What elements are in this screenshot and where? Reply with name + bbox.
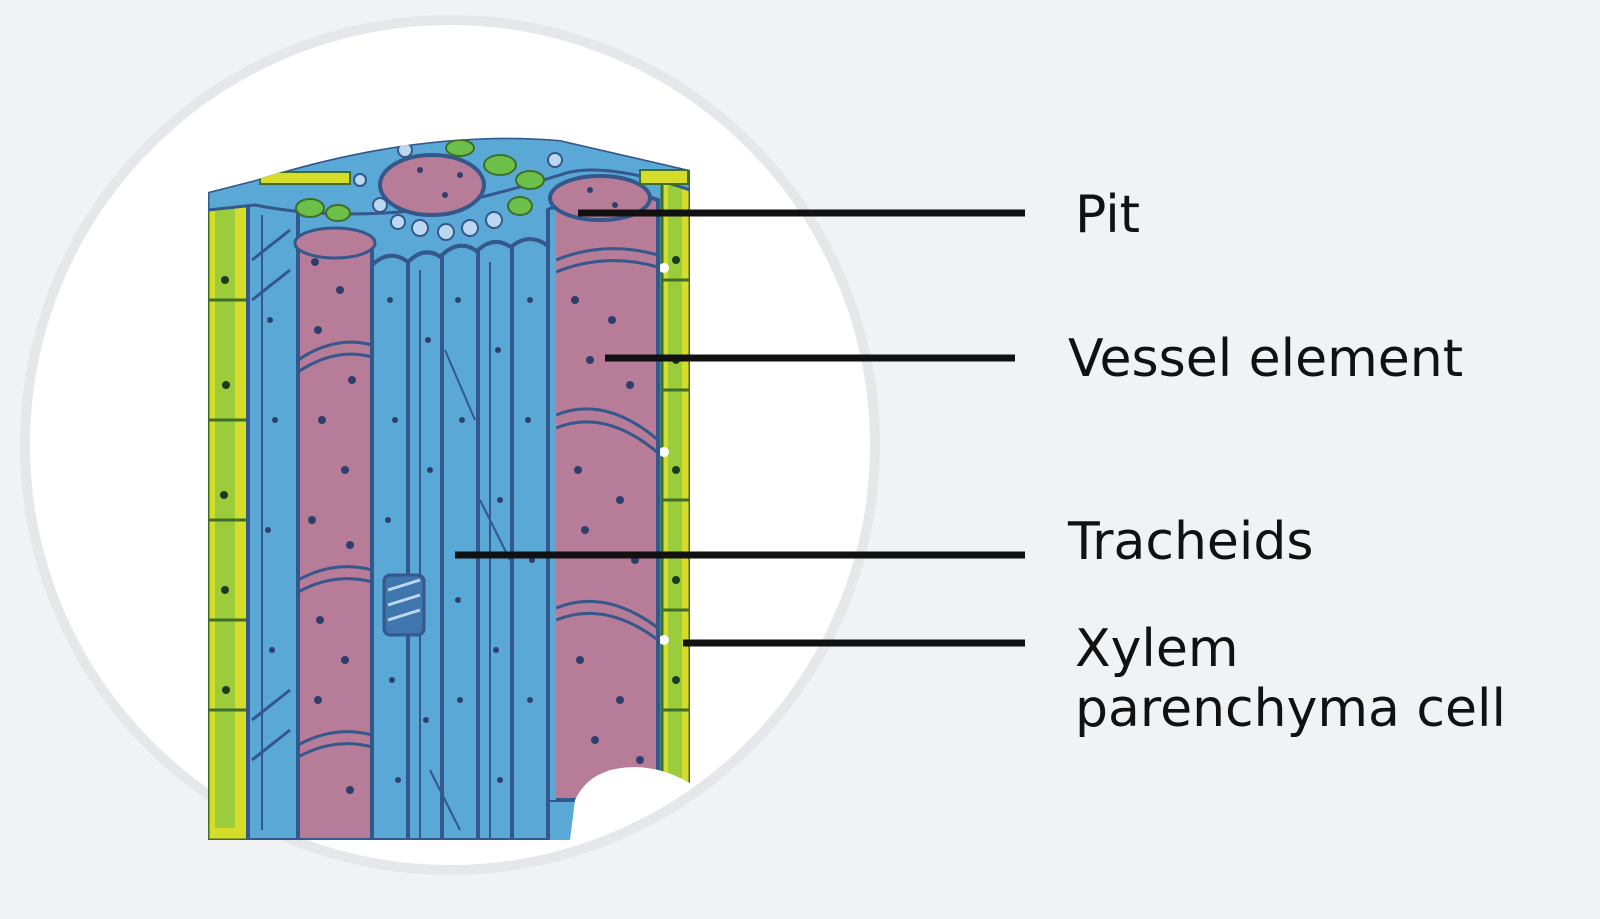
central-tracheids: [370, 237, 550, 840]
left-vessel-element: [296, 239, 374, 840]
left-tracheid: [246, 198, 300, 840]
left-parenchyma-column: [208, 188, 250, 840]
top-cross-section: [208, 137, 690, 260]
tissue-cutaway: [208, 137, 690, 840]
xylem-parenchyma-cell-label: Xylem parenchyma cell: [1075, 619, 1506, 740]
leader-lines: [455, 209, 1025, 647]
right-parenchyma-column: [659, 170, 690, 794]
cell-dots: [265, 167, 644, 794]
right-vessel-element: [546, 190, 660, 802]
xylem-parenchyma-label-line1: Xylem: [1075, 619, 1239, 679]
pit-cluster: [382, 573, 426, 637]
vessel-element-label: Vessel element: [1068, 329, 1464, 389]
pit-label: Pit: [1075, 185, 1141, 245]
xylem-parenchyma-label-line2: parenchyma cell: [1075, 678, 1506, 739]
tracheids-label: Tracheids: [1068, 512, 1314, 572]
